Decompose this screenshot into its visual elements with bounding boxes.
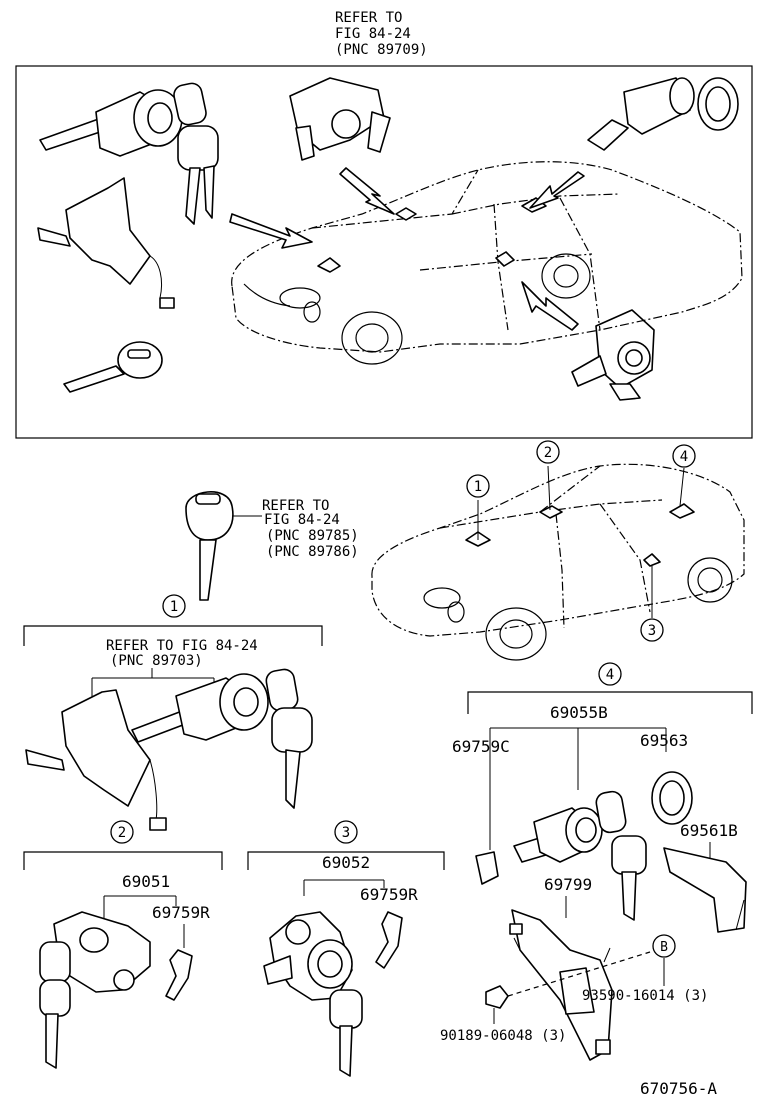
overview-ignition-cylinder xyxy=(39,82,219,225)
part-69052: 69052 xyxy=(322,853,370,872)
overview-car xyxy=(231,161,743,365)
group-4-callout: 4 xyxy=(598,662,622,686)
index-callout-3: 3 xyxy=(640,618,664,642)
part-69759r-shape-b xyxy=(375,911,403,969)
refer-ignition-line2: (PNC 89703) xyxy=(110,653,203,669)
index-callout-4: 4 xyxy=(672,444,696,468)
part-69759r-a: 69759R xyxy=(152,903,210,922)
index-car xyxy=(371,463,745,661)
part-69563-shape xyxy=(651,771,693,825)
part-69799-bracket xyxy=(509,909,613,1061)
overview-key xyxy=(63,341,163,393)
part-69759r-b: 69759R xyxy=(360,885,418,904)
group-1-bracket xyxy=(23,625,323,646)
overview-door-lock xyxy=(571,309,655,401)
refer-key-line1: REFER TO xyxy=(262,498,329,514)
svg-text:1: 1 xyxy=(474,479,482,495)
group-3-bracket xyxy=(247,851,445,870)
refer-top-line1: REFER TO xyxy=(335,10,402,26)
ignition-bracket xyxy=(25,689,167,831)
group-3-callout: 3 xyxy=(334,820,358,844)
door-lock-assembly xyxy=(263,911,363,1077)
refer-key-line4: (PNC 89786) xyxy=(266,544,359,560)
ignition-leader xyxy=(91,668,215,712)
part-69561b-shape xyxy=(663,847,747,933)
refer-key-line2: FIG 84-24 xyxy=(264,512,340,528)
figure-id: 670756-A xyxy=(640,1079,717,1098)
svg-text:3: 3 xyxy=(648,623,656,639)
group-4-bracket xyxy=(467,691,753,714)
clip-90189 xyxy=(485,985,509,1009)
callout-b: B xyxy=(652,934,676,958)
refer-top-line3: (PNC 89709) xyxy=(335,42,428,58)
part-69759c-shape xyxy=(475,851,499,885)
hood-lock-assembly xyxy=(39,911,151,1069)
master-key xyxy=(185,491,262,601)
svg-text:4: 4 xyxy=(606,667,614,683)
group-4-leader xyxy=(489,727,667,850)
refer-key-line3: (PNC 89785) xyxy=(266,528,359,544)
overview-hood-lock xyxy=(289,77,391,161)
overview-back-door-lock xyxy=(587,77,739,151)
part-69055b: 69055B xyxy=(550,703,608,722)
refer-ignition-line1: REFER TO FIG 84-24 xyxy=(106,638,258,654)
index-callout-2: 2 xyxy=(536,440,560,464)
svg-text:2: 2 xyxy=(544,445,552,461)
part-69561b: 69561B xyxy=(680,821,738,840)
group-2-bracket xyxy=(23,851,223,870)
svg-text:1: 1 xyxy=(170,599,178,615)
part-90189-06048: 90189-06048 (3) xyxy=(440,1028,566,1044)
svg-text:2: 2 xyxy=(118,825,126,841)
part-69563: 69563 xyxy=(640,731,688,750)
back-door-lock-cylinder xyxy=(513,790,647,921)
part-69759c: 69759C xyxy=(452,737,510,756)
group-1-callout: 1 xyxy=(162,594,186,618)
overview-bracket xyxy=(37,177,175,309)
part-69051: 69051 xyxy=(122,872,170,891)
overview-arrows xyxy=(229,167,585,331)
ignition-cylinder xyxy=(131,668,313,809)
overview-frame xyxy=(15,65,753,439)
part-93590-16014: 93590-16014 (3) xyxy=(582,988,708,1004)
svg-text:B: B xyxy=(660,940,668,955)
part-69799: 69799 xyxy=(544,875,592,894)
svg-text:3: 3 xyxy=(342,825,350,841)
index-callout-1: 1 xyxy=(466,474,490,498)
part-69759r-shape-a xyxy=(165,949,193,1001)
fastener-dashed-line xyxy=(507,951,651,997)
svg-text:4: 4 xyxy=(680,449,688,465)
group-3-leader xyxy=(303,879,385,896)
refer-top-line2: FIG 84-24 xyxy=(335,26,411,42)
group-2-callout: 2 xyxy=(110,820,134,844)
